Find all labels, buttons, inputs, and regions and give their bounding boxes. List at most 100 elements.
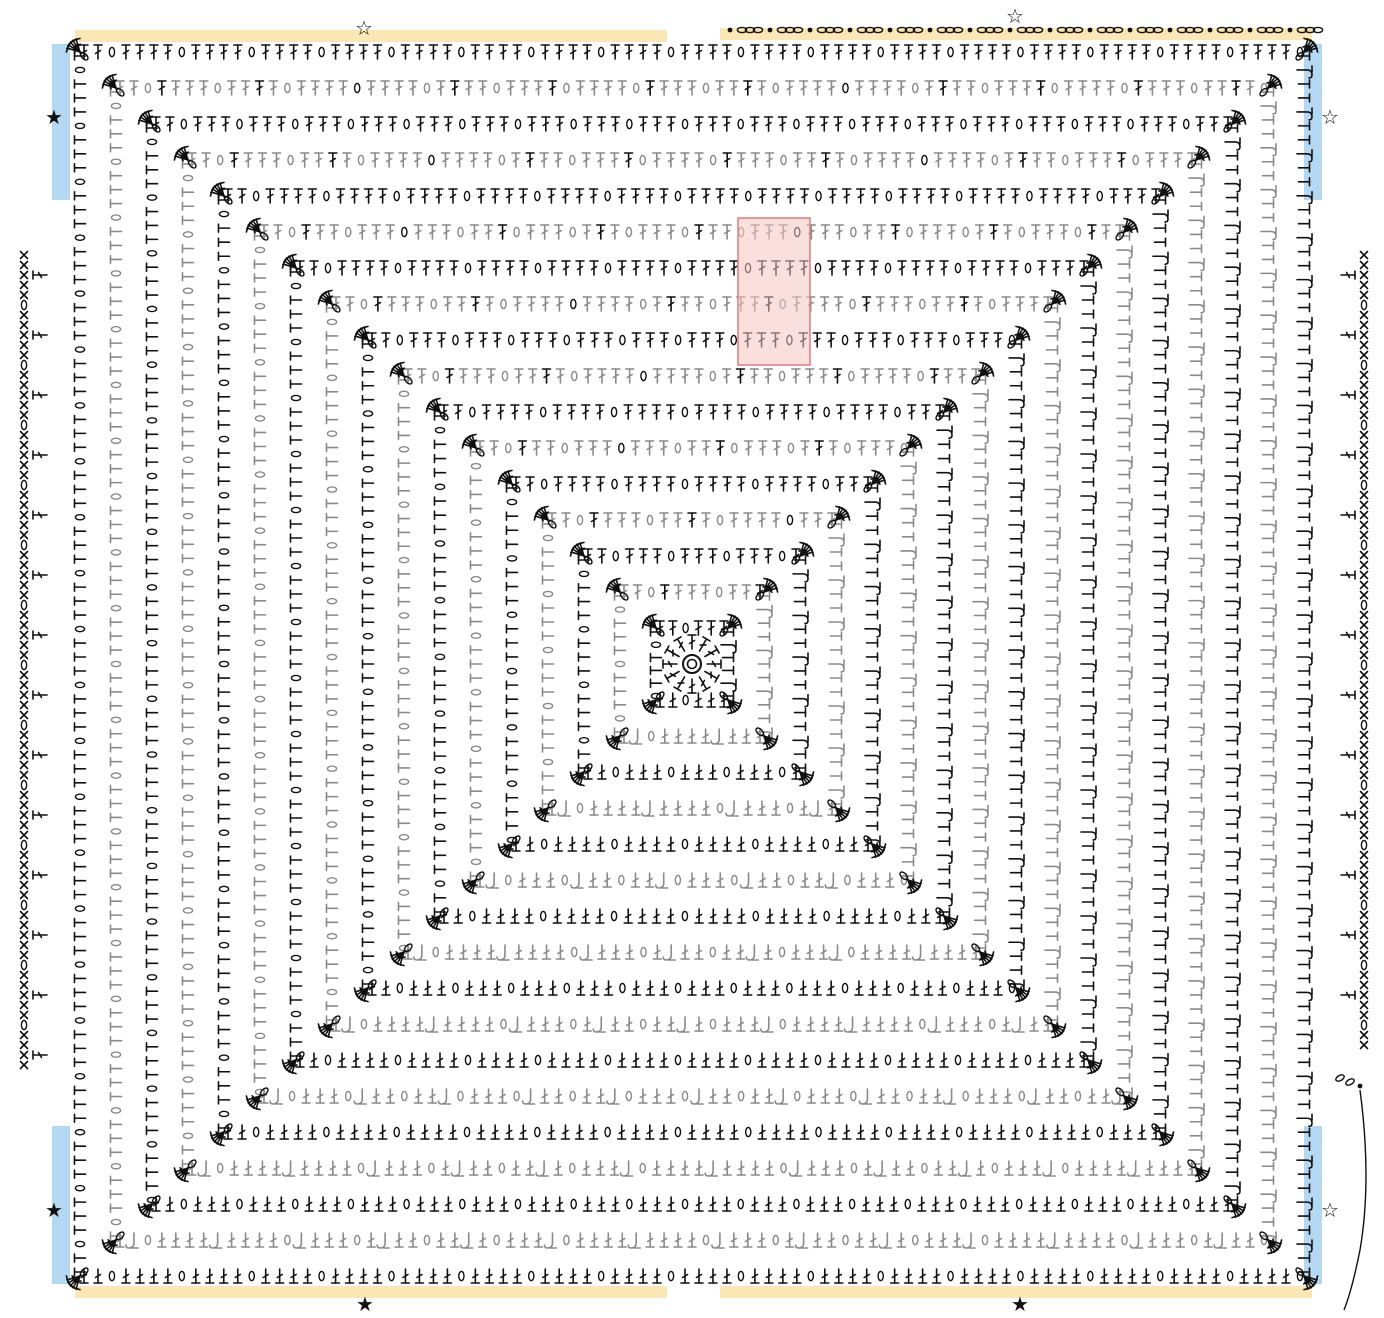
double-crochet-symbol bbox=[695, 45, 703, 59]
chain-symbol bbox=[1128, 119, 1133, 128]
front-post-stitch-symbol bbox=[1225, 1099, 1240, 1111]
double-crochet-symbol bbox=[1099, 117, 1107, 131]
chain-symbol bbox=[878, 1271, 883, 1280]
double-crochet-symbol bbox=[806, 945, 814, 959]
double-crochet-symbol bbox=[302, 225, 310, 239]
half-double-crochet-symbol bbox=[111, 925, 122, 933]
half-double-crochet-symbol bbox=[1155, 308, 1166, 316]
half-double-crochet-symbol bbox=[327, 625, 338, 633]
half-double-crochet-symbol bbox=[1155, 477, 1166, 485]
single-crochet-symbol bbox=[1361, 442, 1368, 449]
front-post-stitch-symbol bbox=[1153, 463, 1168, 475]
chain-symbol bbox=[501, 299, 506, 308]
chain-symbol bbox=[111, 940, 120, 945]
front-post-stitch-symbol bbox=[1081, 450, 1096, 462]
double-crochet-symbol bbox=[990, 225, 998, 239]
double-crochet-symbol bbox=[703, 646, 719, 660]
chain-symbol bbox=[612, 839, 617, 848]
double-crochet-symbol bbox=[634, 585, 642, 599]
half-double-crochet-symbol bbox=[939, 582, 950, 590]
double-crochet-symbol bbox=[821, 45, 829, 59]
double-crochet-symbol bbox=[946, 117, 954, 131]
single-crochet-symbol bbox=[21, 992, 28, 999]
double-crochet-symbol bbox=[632, 1053, 640, 1067]
front-post-stitch-symbol bbox=[1117, 625, 1132, 637]
double-crochet-symbol bbox=[835, 1017, 843, 1031]
half-double-crochet-symbol bbox=[1227, 235, 1238, 243]
chain-symbol bbox=[219, 493, 228, 498]
half-double-crochet-symbol bbox=[111, 618, 122, 626]
double-crochet-symbol bbox=[513, 297, 521, 311]
half-double-crochet-symbol bbox=[183, 667, 194, 675]
half-double-crochet-symbol bbox=[1191, 1005, 1202, 1013]
double-crochet-symbol bbox=[968, 261, 976, 275]
half-double-crochet-symbol bbox=[327, 639, 338, 647]
chain-symbol bbox=[1115, 1087, 1125, 1097]
half-double-crochet-symbol bbox=[111, 255, 122, 263]
double-crochet-symbol bbox=[653, 1269, 661, 1283]
chain-symbol bbox=[605, 191, 610, 200]
half-double-crochet-symbol bbox=[867, 639, 878, 647]
front-post-stitch-symbol bbox=[1153, 674, 1168, 686]
half-double-crochet-symbol bbox=[111, 395, 122, 403]
half-double-crochet-symbol bbox=[75, 751, 86, 759]
half-double-crochet-symbol bbox=[363, 493, 374, 501]
front-post-stitch-symbol bbox=[865, 752, 880, 764]
chain-symbol bbox=[223, 1123, 233, 1133]
double-crochet-symbol bbox=[891, 45, 899, 59]
double-crochet-symbol bbox=[778, 1197, 786, 1211]
double-crochet-symbol bbox=[949, 153, 957, 167]
half-double-crochet-symbol bbox=[759, 674, 770, 682]
chain-symbol bbox=[435, 824, 444, 829]
double-crochet-symbol bbox=[925, 81, 933, 95]
double-crochet-symbol bbox=[1001, 117, 1009, 131]
double-crochet-symbol bbox=[1341, 571, 1355, 579]
half-double-crochet-symbol bbox=[75, 933, 86, 941]
double-crochet-symbol bbox=[590, 81, 598, 95]
half-double-crochet-symbol bbox=[543, 604, 554, 612]
half-double-crochet-symbol bbox=[75, 443, 86, 451]
chain-symbol bbox=[612, 479, 617, 488]
double-crochet-symbol bbox=[1043, 117, 1051, 131]
double-crochet-symbol bbox=[702, 873, 710, 887]
double-crochet-symbol bbox=[527, 1017, 535, 1031]
front-post-stitch-symbol bbox=[1081, 954, 1096, 966]
double-crochet-symbol bbox=[568, 477, 576, 491]
double-crochet-symbol bbox=[276, 1269, 284, 1283]
half-double-crochet-symbol bbox=[1263, 200, 1274, 208]
double-crochet-symbol bbox=[861, 945, 869, 959]
half-double-crochet-symbol bbox=[471, 702, 482, 710]
half-double-crochet-symbol bbox=[1155, 266, 1166, 274]
stitch-ring bbox=[138, 110, 1245, 1217]
double-crochet-symbol bbox=[305, 117, 313, 131]
front-post-stitch-symbol bbox=[1153, 927, 1168, 939]
front-post-stitch-symbol bbox=[859, 1089, 871, 1104]
double-crochet-symbol bbox=[505, 1125, 513, 1139]
single-crochet-symbol bbox=[1361, 1002, 1368, 1009]
double-crochet-symbol bbox=[920, 225, 928, 239]
chain-symbol bbox=[529, 1271, 534, 1280]
front-post-stitch-symbol bbox=[1045, 737, 1060, 749]
chain-symbol bbox=[183, 626, 192, 631]
double-crochet-symbol bbox=[1082, 189, 1090, 203]
half-double-crochet-symbol bbox=[939, 483, 950, 491]
double-crochet-symbol bbox=[794, 477, 802, 491]
front-post-stitch-symbol bbox=[1128, 1161, 1140, 1176]
half-double-crochet-symbol bbox=[291, 576, 302, 584]
double-crochet-symbol bbox=[526, 153, 534, 167]
chain-symbol bbox=[183, 683, 192, 688]
stitch-ring bbox=[246, 218, 1137, 1109]
chain-symbol bbox=[1075, 227, 1080, 236]
double-crochet-symbol bbox=[897, 1233, 905, 1247]
double-crochet-symbol bbox=[932, 1197, 940, 1211]
double-crochet-symbol bbox=[772, 1053, 780, 1067]
front-post-stitch-symbol bbox=[1225, 1057, 1240, 1069]
double-crochet-symbol bbox=[808, 405, 816, 419]
half-double-crochet-symbol bbox=[111, 730, 122, 738]
half-double-crochet-symbol bbox=[1083, 884, 1094, 892]
front-post-stitch-symbol bbox=[426, 1017, 438, 1032]
half-double-crochet-symbol bbox=[291, 534, 302, 542]
half-double-crochet-symbol bbox=[435, 724, 446, 732]
single-crochet-symbol bbox=[1361, 582, 1368, 589]
double-crochet-symbol bbox=[590, 261, 598, 275]
